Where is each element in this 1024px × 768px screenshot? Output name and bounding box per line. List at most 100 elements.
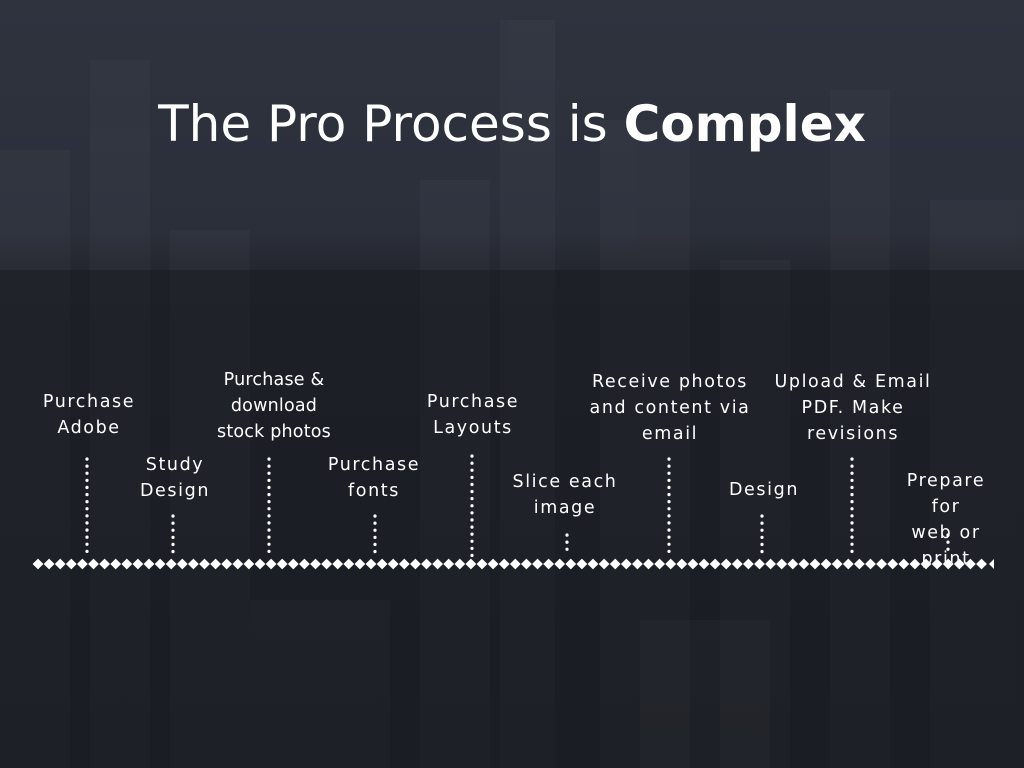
timeline-diamond xyxy=(199,558,210,570)
timeline-diamond xyxy=(176,558,188,570)
timeline-diamond xyxy=(787,558,799,570)
timeline-diamond xyxy=(154,558,166,570)
timeline-diamond xyxy=(276,558,288,570)
timeline-diamond xyxy=(831,558,843,570)
timeline-diamond xyxy=(876,558,887,570)
timeline-diamond xyxy=(77,558,88,570)
timeline-diamond xyxy=(287,558,299,570)
timeline-diamond xyxy=(576,558,588,570)
timeline-diamond xyxy=(965,558,976,570)
timeline-diamond xyxy=(698,558,710,570)
timeline-diamond xyxy=(32,558,44,570)
timeline-diamond xyxy=(421,558,432,570)
timeline-diamond xyxy=(498,558,510,570)
timeline-diamond xyxy=(376,558,388,570)
timeline-diamond xyxy=(720,558,732,570)
timeline-diamond xyxy=(299,558,310,570)
timeline-diamond xyxy=(920,558,932,570)
timeline-diamond xyxy=(731,558,743,570)
timeline-diamond xyxy=(598,558,610,570)
timeline-diamond xyxy=(243,558,255,570)
timeline-diamond xyxy=(88,558,99,570)
step-label-purchase-fonts: Purchase fonts xyxy=(327,455,421,501)
timeline-diamond xyxy=(587,558,599,570)
timeline-diamond xyxy=(942,558,954,570)
timeline-diamond xyxy=(54,558,66,570)
step-label-prepare: Prepare for web or print xyxy=(906,471,986,569)
timeline-diamond xyxy=(265,558,277,570)
timeline-diamond xyxy=(110,558,122,570)
step-label-receive-photos: Receive photos and content via email xyxy=(589,372,751,444)
timeline-diamond xyxy=(609,558,621,570)
timeline-diamond xyxy=(132,558,144,570)
timeline-diamond xyxy=(643,558,654,570)
timeline-diamond xyxy=(654,558,665,570)
timeline-diamond xyxy=(687,558,699,570)
timeline-diamond xyxy=(365,558,377,570)
timeline-diamond xyxy=(454,558,466,570)
timeline-diamond xyxy=(210,558,221,570)
timeline-diamond xyxy=(188,558,199,570)
step-label-design: Design xyxy=(728,480,800,500)
step-label-upload-email: Upload & Email PDF. Make revisions xyxy=(774,372,932,444)
timeline-diamond xyxy=(321,558,332,570)
step-label-study-design: Study Design xyxy=(139,455,211,501)
timeline-diamond xyxy=(743,558,754,570)
timeline-diamond xyxy=(765,558,776,570)
timeline-diamond xyxy=(387,558,399,570)
timeline-diamond xyxy=(43,558,55,570)
timeline-diamond xyxy=(842,558,854,570)
timeline-diamond xyxy=(221,558,233,570)
timeline-diamond xyxy=(487,558,499,570)
timeline-diamond xyxy=(565,558,577,570)
timeline-diamond xyxy=(165,558,177,570)
timeline-diamond xyxy=(898,558,910,570)
timeline-end-cap xyxy=(989,559,994,569)
timeline-diamond xyxy=(465,558,477,570)
step-label-purchase-adobe: Purchase Adobe xyxy=(42,392,136,438)
timeline-diamond xyxy=(121,558,133,570)
step-label-slice-image: Slice each image xyxy=(512,472,618,518)
timeline-diamond xyxy=(676,558,688,570)
timeline-diamond xyxy=(554,558,566,570)
timeline-diamond xyxy=(632,558,643,570)
step-label-stock-photos: Purchase & download stock photos xyxy=(217,370,331,442)
timeline-diamond xyxy=(931,558,943,570)
timeline-diamond xyxy=(332,558,344,570)
timeline-diamond xyxy=(620,558,632,570)
timeline-diamond xyxy=(754,558,765,570)
timeline-diamond xyxy=(509,558,521,570)
title-regular: The Pro Process is xyxy=(158,95,624,153)
timeline-diamond xyxy=(476,558,488,570)
timeline-diamond xyxy=(776,558,788,570)
timeline-diamond xyxy=(310,558,321,570)
timeline-diamond xyxy=(254,558,266,570)
timeline-diamond xyxy=(232,558,244,570)
timeline-diamond xyxy=(798,558,810,570)
timeline-diamond xyxy=(99,558,110,570)
timeline-diamond xyxy=(398,558,410,570)
timeline-diamond xyxy=(521,558,532,570)
timeline-diamond xyxy=(443,558,455,570)
timeline-diamond xyxy=(709,558,721,570)
timeline-diamond xyxy=(410,558,421,570)
page-title: The Pro Process is Complex xyxy=(0,95,1024,153)
timeline-diamond xyxy=(143,558,155,570)
timeline-band xyxy=(0,270,1024,768)
timeline-diamond xyxy=(953,558,965,570)
timeline-diamond xyxy=(532,558,543,570)
timeline-diamond xyxy=(432,558,443,570)
timeline-diamond xyxy=(543,558,554,570)
timeline-diamond xyxy=(665,558,677,570)
timeline-diamond xyxy=(976,558,987,570)
timeline-diamond xyxy=(65,558,77,570)
timeline-diamond xyxy=(343,558,355,570)
timeline-diamond xyxy=(865,558,876,570)
title-bold: Complex xyxy=(623,95,866,153)
timeline-diamond xyxy=(354,558,366,570)
timeline-diamond xyxy=(820,558,832,570)
step-label-purchase-layouts: Purchase Layouts xyxy=(426,392,520,438)
timeline-diamond xyxy=(909,558,921,570)
